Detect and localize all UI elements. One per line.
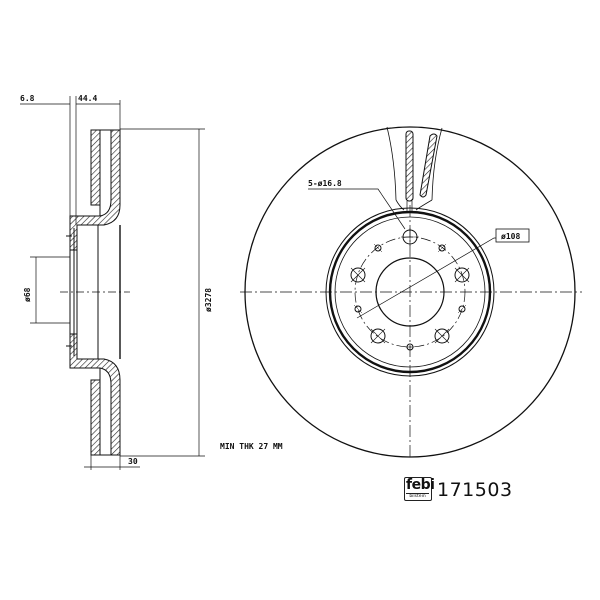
bolt-hole — [370, 328, 386, 344]
febi-bilstein-logo: febi bilstein — [404, 477, 435, 501]
logo-wordmark: febi — [406, 477, 435, 493]
dim-outer-diameter-label: ø3278 — [204, 288, 213, 312]
bolt-holes-label: 5-ø16.8 — [308, 179, 342, 188]
bolt-hole — [350, 267, 366, 283]
bolt-hole — [401, 228, 419, 246]
part-number: 171503 — [437, 479, 513, 501]
front-view — [240, 126, 582, 460]
bolt-holes — [350, 228, 470, 344]
vent-slot-angled — [419, 133, 438, 198]
min-thickness-label: MIN THK 27 MM — [220, 442, 283, 451]
bolt-hole — [434, 328, 450, 344]
logo-subtext: bilstein — [406, 493, 429, 500]
friction-plate-outer-bottom — [90, 379, 101, 456]
pcd-label-box — [495, 228, 530, 243]
friction-plate-outer-top — [90, 129, 101, 206]
bolt-hole — [454, 267, 470, 283]
dim-height-label: 44.4 — [78, 94, 97, 103]
dim-offset-label: 6.8 — [20, 94, 35, 103]
locating-holes — [353, 243, 467, 351]
vent-slot-straight — [405, 130, 414, 202]
side-section-view — [20, 96, 205, 470]
dim-center-bore-label: ø68 — [23, 287, 32, 302]
dim-thickness-label: 30 — [128, 457, 138, 466]
pcd-label: ø108 — [501, 232, 520, 241]
